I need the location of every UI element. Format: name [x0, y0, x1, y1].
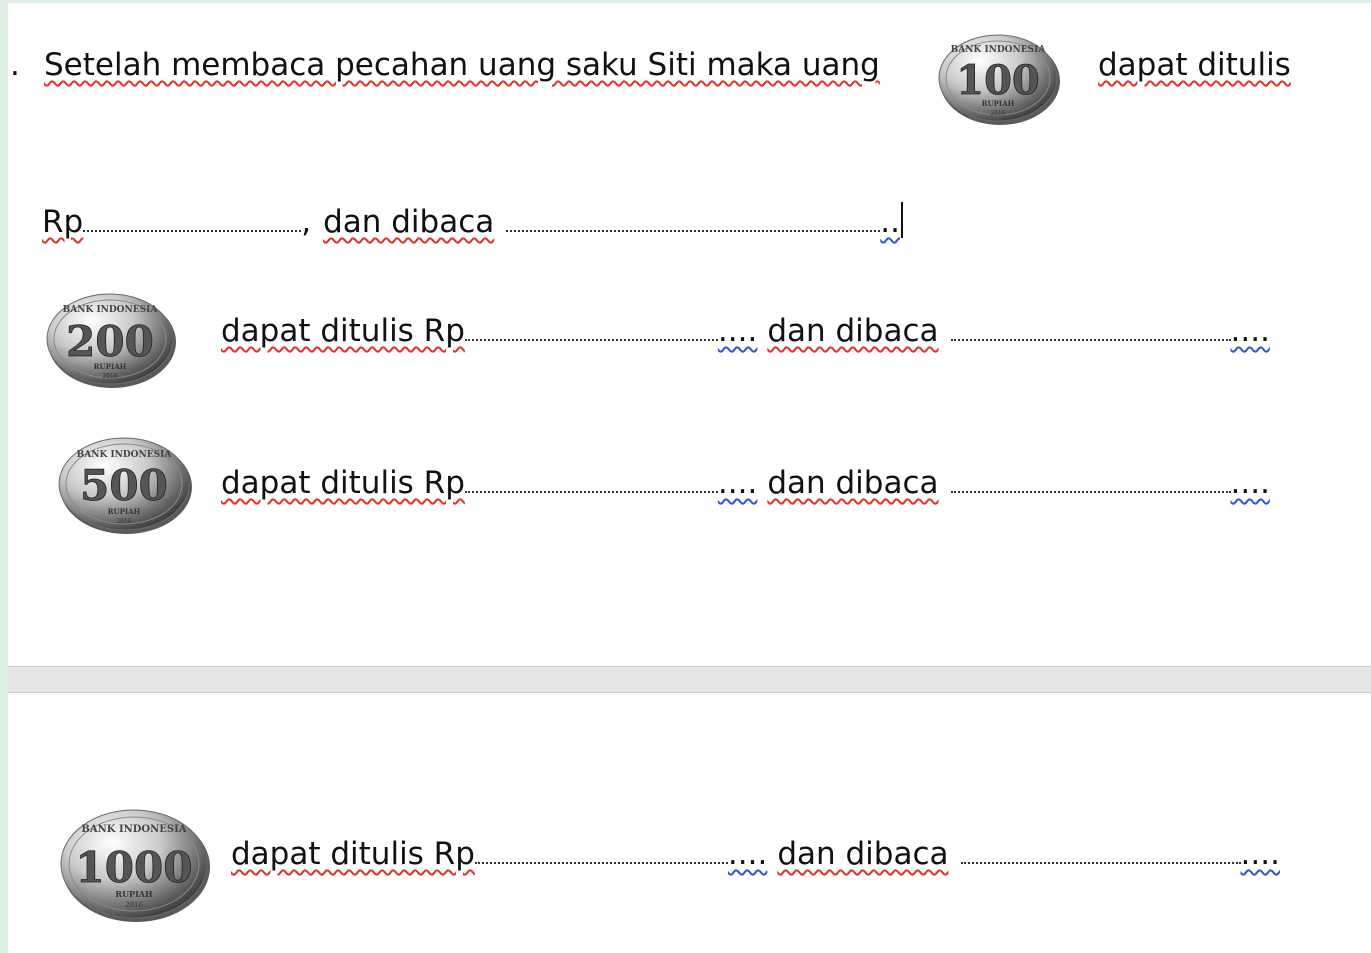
ellipsis: ....: [1230, 313, 1270, 349]
ellipsis: ....: [717, 313, 758, 349]
coin-rupiah: RUPIAH: [108, 507, 141, 516]
dapat-ditulis-rp-label: dapat ditulis Rp: [221, 465, 465, 501]
coin-100-icon: BANK INDONESIA 100 RUPIAH 2016: [938, 32, 1062, 126]
dan-dibaca-label: dan dibaca: [777, 836, 949, 872]
blank-amount[interactable]: [464, 339, 718, 341]
blank-amount[interactable]: [474, 862, 728, 864]
dapat-ditulis-rp-label: dapat ditulis Rp: [231, 836, 475, 872]
coin-value: 1000: [76, 843, 193, 892]
ellipsis: ....: [727, 836, 768, 872]
coin-value: 500: [80, 461, 168, 510]
coin-year: 2016: [990, 110, 1005, 117]
blank-reading[interactable]: [950, 491, 1231, 493]
blank-reading[interactable]: [950, 339, 1231, 341]
document-page-1[interactable]: [8, 3, 1371, 666]
question-text: Setelah membaca pecahan uang saku Siti m…: [44, 47, 880, 83]
dapat-ditulis-text: dapat ditulis: [1098, 47, 1291, 83]
coin-rupiah: RUPIAH: [94, 362, 127, 371]
coin-year: 2016: [125, 901, 143, 909]
text-cursor: [900, 202, 903, 238]
dan-dibaca-label: dan dibaca: [323, 204, 495, 240]
coin-year: 2016: [102, 373, 117, 380]
coin-1000-icon: BANK INDONESIA 1000 RUPIAH 2016: [60, 806, 212, 924]
comma: ,: [301, 204, 312, 240]
coin-top-text: BANK INDONESIA: [951, 45, 1047, 55]
dan-dibaca-label: dan dibaca: [767, 465, 939, 501]
coin-top-text: BANK INDONESIA: [81, 824, 186, 835]
coin-year: 2016: [116, 518, 131, 525]
page-gap: [8, 666, 1371, 693]
blank-amount[interactable]: [83, 230, 302, 232]
answer-line-500: dapat ditulis Rp....dan dibaca....: [221, 468, 1270, 499]
coin-rupiah: RUPIAH: [982, 99, 1015, 108]
coin-200-icon: BANK INDONESIA 200 RUPIAH 2016: [46, 290, 178, 390]
answer-line-100: Rp, dan dibaca..: [42, 202, 903, 238]
answer-line-200: dapat ditulis Rp....dan dibaca....: [221, 316, 1270, 347]
dan-dibaca-label: dan dibaca: [767, 313, 939, 349]
coin-rupiah: RUPIAH: [115, 889, 153, 899]
question-marker: .: [10, 47, 20, 83]
coin-500-icon: BANK INDONESIA 500 RUPIAH 2016: [58, 434, 194, 536]
rp-label: Rp: [42, 204, 84, 240]
coin-value: 100: [956, 57, 1040, 104]
coin-top-text: BANK INDONESIA: [77, 450, 173, 460]
ellipsis: ....: [717, 465, 758, 501]
ellipsis: ..: [880, 204, 900, 240]
coin-value: 200: [66, 317, 154, 366]
blank-amount[interactable]: [464, 491, 718, 493]
document-page-2[interactable]: [8, 693, 1371, 953]
blank-reading[interactable]: [506, 230, 881, 232]
answer-line-1000: dapat ditulis Rp....dan dibaca....: [231, 839, 1280, 870]
dapat-ditulis-rp-label: dapat ditulis Rp: [221, 313, 465, 349]
coin-top-text: BANK INDONESIA: [63, 305, 159, 315]
blank-reading[interactable]: [960, 862, 1241, 864]
ellipsis: ....: [1230, 465, 1270, 501]
ellipsis: ....: [1240, 836, 1280, 872]
